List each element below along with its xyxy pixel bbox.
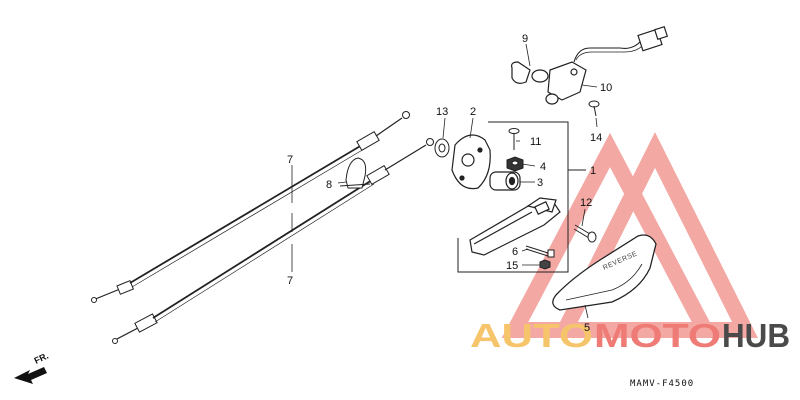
part-number-3: 3 — [537, 177, 543, 189]
diagram-code: MAMV-F4500 — [630, 379, 694, 389]
throttle-cable-upper — [91, 111, 410, 303]
throttle-cable-lower — [112, 138, 434, 344]
watermark-text: AUTO MOTO HUB — [470, 317, 790, 354]
mounting-bolt — [588, 100, 600, 117]
reverse-switch — [545, 25, 669, 105]
part-number-7-upper: 7 — [287, 154, 293, 166]
svg-text:AUTO: AUTO — [470, 317, 593, 354]
nut — [506, 156, 524, 172]
part-number-8: 8 — [326, 179, 332, 191]
part-number-9: 9 — [522, 33, 528, 45]
svg-text:HUB: HUB — [722, 317, 790, 354]
reverse-lever — [552, 234, 657, 311]
watermark-auto: AUTO — [470, 317, 593, 354]
part-number-2: 2 — [470, 106, 476, 118]
part-number-15: 15 — [506, 260, 518, 272]
watermark-moto: MOTO — [594, 317, 721, 354]
part-number-1: 1 — [590, 165, 596, 177]
pulley — [489, 171, 521, 191]
leader-lines — [291, 43, 598, 319]
part-number-6: 6 — [512, 246, 518, 258]
part-numbers: 7 7 8 13 2 11 4 3 1 9 10 14 12 6 15 5 — [287, 33, 612, 334]
pin — [573, 224, 597, 243]
switch-clamp — [511, 61, 549, 84]
part-number-12: 12 — [580, 197, 592, 209]
front-label: FR. — [33, 351, 50, 366]
part-number-10: 10 — [600, 82, 612, 94]
part-number-11: 11 — [530, 136, 541, 148]
washer — [434, 138, 450, 158]
lever-arm — [469, 197, 561, 256]
part-number-4: 4 — [540, 161, 546, 173]
housing-plate — [451, 134, 491, 190]
watermark-logo-graphic — [501, 132, 758, 338]
part-number-14: 14 — [590, 132, 602, 144]
assembly-bracket — [457, 121, 586, 273]
part-number-13: 13 — [436, 106, 448, 118]
watermark-hub: HUB — [722, 317, 790, 354]
cable-clip — [339, 157, 371, 189]
front-direction-indicator: FR. — [14, 351, 50, 384]
part-number-5: 5 — [584, 322, 590, 334]
bolt — [525, 245, 555, 258]
screw — [508, 128, 520, 150]
arrow-left-icon — [14, 367, 47, 384]
svg-text:MOTO: MOTO — [594, 317, 721, 354]
part-number-7-lower: 7 — [287, 275, 293, 287]
small-nut — [539, 259, 551, 270]
